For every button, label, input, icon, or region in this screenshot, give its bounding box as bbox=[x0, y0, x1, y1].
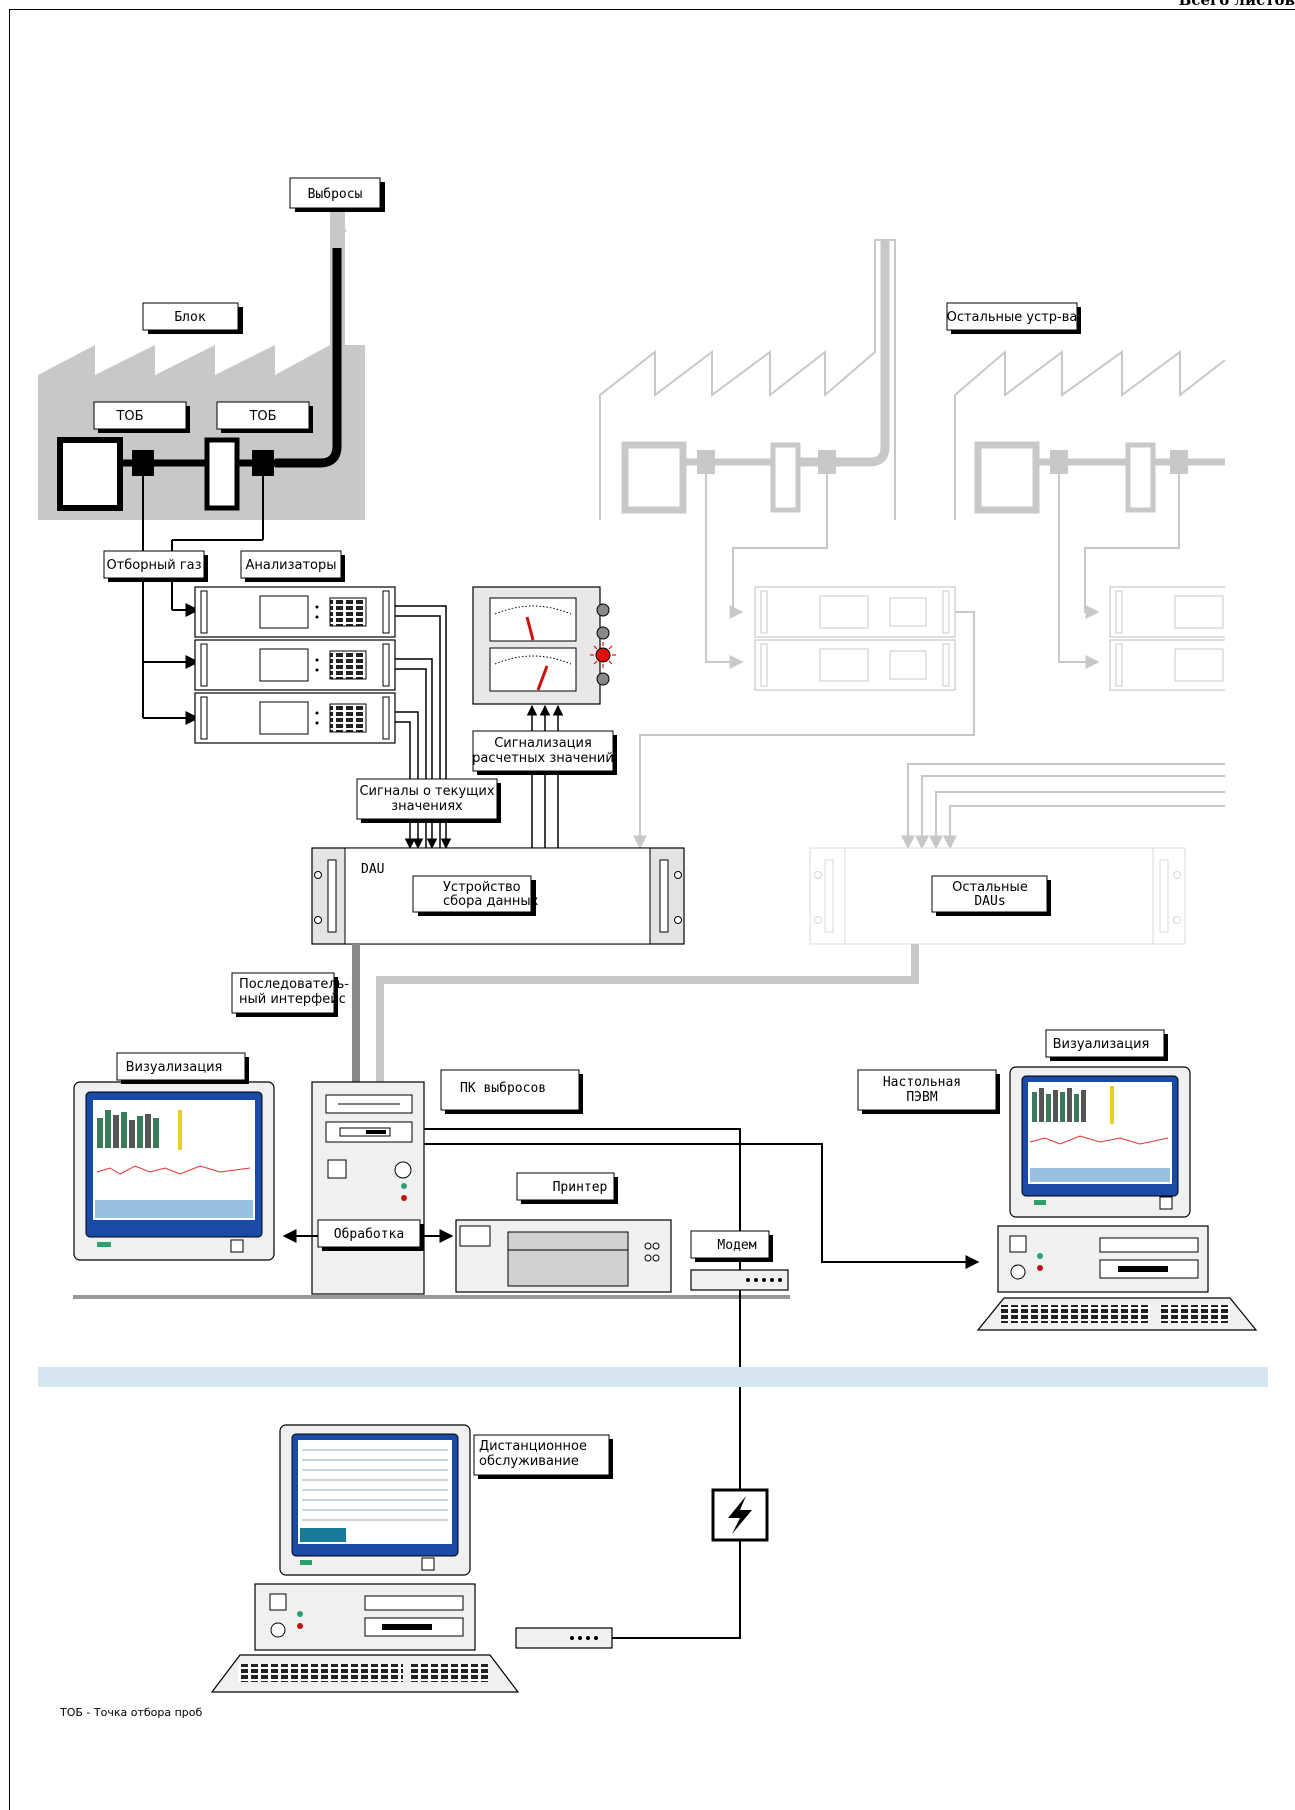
label-other-daus: Остальные DAUs bbox=[931, 875, 1051, 916]
label-other-daus-line2: DAUs bbox=[974, 894, 1005, 909]
label-pc-emissions-text: ПК выбросов bbox=[460, 1081, 546, 1096]
dau-unit bbox=[311, 847, 685, 945]
label-other-devices: Остальные устр-ва bbox=[946, 302, 1081, 334]
factory-block bbox=[38, 210, 365, 520]
label-dau-device-line1: Устройство bbox=[443, 880, 521, 895]
label-tob2-text: ТОБ bbox=[248, 409, 276, 424]
label-block: Блок bbox=[142, 302, 243, 334]
label-analyzers: Анализаторы bbox=[240, 550, 345, 582]
network-divider-band bbox=[38, 1367, 1268, 1387]
label-modem-text: Модем bbox=[717, 1238, 756, 1253]
label-block-text: Блок bbox=[174, 310, 205, 325]
label-dau-device: Устройство сбора данных bbox=[412, 875, 539, 916]
label-modem: Модем bbox=[690, 1230, 773, 1262]
label-processing: Обработка bbox=[317, 1219, 424, 1251]
alarm-lines bbox=[526, 704, 564, 848]
label-visualization-left-text: Визуализация bbox=[126, 1060, 223, 1075]
label-current-signals: Сигналы о текущих значениях bbox=[356, 778, 501, 823]
label-printer: Принтер bbox=[516, 1172, 618, 1204]
label-desktop-pc-line2: ПЭВМ bbox=[906, 1090, 937, 1105]
lightning-icon bbox=[711, 1488, 769, 1542]
monitor-left bbox=[73, 1081, 275, 1261]
label-emissions-text: Выбросы bbox=[308, 187, 363, 202]
label-tob1: ТОБ bbox=[93, 401, 190, 433]
remote-pc bbox=[210, 1424, 613, 1693]
label-serial: Последователь- ный интерфейс bbox=[231, 972, 349, 1017]
label-serial-line1: Последователь- bbox=[239, 977, 349, 992]
label-visualization-right-text: Визуализация bbox=[1053, 1037, 1150, 1052]
screen-chart-left bbox=[95, 1110, 253, 1218]
printer bbox=[455, 1219, 672, 1293]
label-remote-service: Дистанционное обслуживание bbox=[473, 1434, 613, 1479]
label-visualization-right: Визуализация bbox=[1045, 1029, 1168, 1061]
label-remote-service-line1: Дистанционное bbox=[479, 1439, 587, 1454]
label-other-devices-text: Остальные устр-ва bbox=[947, 310, 1078, 325]
label-emissions: Выбросы bbox=[289, 177, 385, 212]
serial-lines bbox=[352, 944, 919, 1082]
label-other-daus-line1: Остальные bbox=[952, 880, 1028, 895]
page-frame bbox=[9, 9, 1295, 1810]
alarm-panel bbox=[472, 586, 616, 705]
label-alarm-calc: Сигнализация расчетных значений bbox=[472, 730, 617, 775]
label-sample-gas-text: Отборный газ bbox=[106, 558, 201, 573]
label-tob2: ТОБ bbox=[216, 401, 313, 433]
label-printer-text: Принтер bbox=[553, 1180, 608, 1195]
modem-device bbox=[690, 1269, 789, 1291]
label-desktop-pc-line1: Настольная bbox=[883, 1075, 961, 1090]
label-remote-service-line2: обслуживание bbox=[479, 1454, 579, 1469]
other-analyzers bbox=[754, 580, 1295, 700]
label-current-signals-line2: значениях bbox=[391, 799, 463, 814]
label-dau: DAU bbox=[361, 862, 384, 877]
label-dau-device-line2: сбора данных bbox=[443, 894, 539, 909]
label-alarm-calc-line1: Сигнализация bbox=[494, 736, 592, 751]
label-tob1-text: ТОБ bbox=[115, 409, 143, 424]
label-analyzers-text: Анализаторы bbox=[245, 558, 336, 573]
pc-tower bbox=[311, 1081, 425, 1295]
label-current-signals-line1: Сигналы о текущих bbox=[359, 784, 494, 799]
label-processing-text: Обработка bbox=[334, 1227, 404, 1242]
label-pc-emissions: ПК выбросов bbox=[440, 1069, 583, 1114]
inactive-lines bbox=[633, 611, 1225, 850]
page-header-clip: Всего листов bbox=[1178, 0, 1295, 9]
analyzer-stack bbox=[194, 586, 396, 744]
label-visualization-left: Визуализация bbox=[116, 1052, 249, 1084]
label-sample-gas: Отборный газ bbox=[103, 550, 208, 582]
footnote: ТОБ - Точка отбора проб bbox=[59, 1706, 202, 1719]
network-lines bbox=[282, 1128, 980, 1639]
label-serial-line2: ный интерфейс bbox=[239, 992, 346, 1007]
desktop-pc-right bbox=[976, 1066, 1258, 1331]
label-desktop-pc: Настольная ПЭВМ bbox=[857, 1069, 1000, 1114]
label-alarm-calc-line2: расчетных значений bbox=[472, 751, 614, 766]
other-factory-2 bbox=[954, 349, 1226, 669]
other-factory-1 bbox=[599, 239, 896, 669]
